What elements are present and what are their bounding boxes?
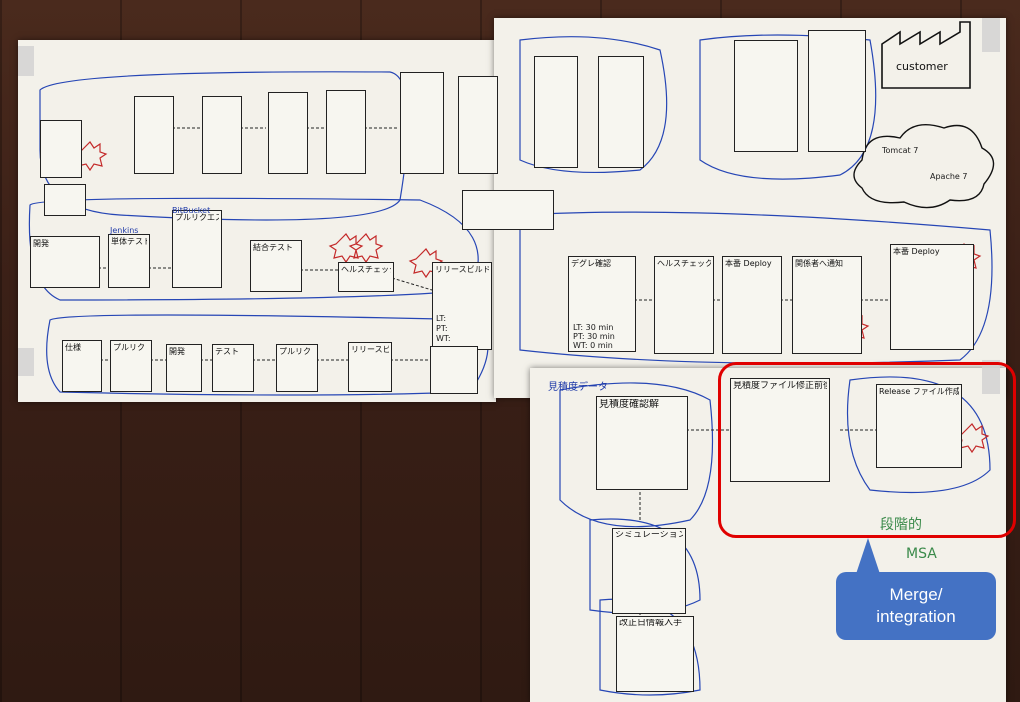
box-label: プルリク	[279, 347, 311, 356]
process-box: リリースビルド	[348, 342, 392, 392]
process-box: 本番 Deploy	[890, 244, 974, 350]
jenkins-note: Jenkins	[110, 226, 139, 235]
process-box: 関係者へ通知	[792, 256, 862, 354]
process-box	[326, 90, 366, 174]
box-label: シミュレーション	[615, 531, 683, 540]
box-label: テスト	[215, 347, 239, 356]
box-label: ヘルスチェック	[341, 265, 391, 274]
lt-metric: LT: 30 min	[573, 323, 614, 332]
box-label: 本番 Deploy	[893, 247, 940, 256]
process-box: 結合テスト	[250, 240, 302, 292]
box-label: ヘルスチェック	[657, 259, 711, 268]
box-label: 本番 Deploy	[725, 259, 772, 268]
green-note: MSA	[906, 546, 937, 562]
box-label: Release ファイル作成	[879, 387, 959, 396]
box-label: 開発	[33, 239, 49, 248]
customer-label: customer	[896, 60, 948, 73]
process-box: 単体テスト	[108, 234, 150, 288]
box-label: 関係者へ通知	[795, 259, 843, 268]
tape-strip	[18, 348, 34, 376]
process-box: プルリクエスト	[172, 210, 222, 288]
process-box: テスト	[212, 344, 254, 392]
pt-note: PT:	[436, 324, 448, 333]
process-box: 見積度ファイル修正前後	[730, 378, 830, 482]
process-box	[458, 76, 498, 174]
cloud-label: Apache 7	[930, 172, 968, 181]
box-label: リリースビルド	[435, 265, 489, 274]
box-label: プルリク	[113, 343, 145, 352]
process-box: プルリク	[110, 340, 152, 392]
wt-note: WT:	[436, 334, 451, 343]
tape-strip	[18, 46, 34, 76]
process-box: ヘルスチェック	[338, 262, 394, 292]
box-label: 単体テスト	[111, 237, 147, 246]
box-label: 見積度確認解	[599, 399, 659, 410]
process-box	[734, 40, 798, 152]
process-box	[268, 92, 308, 174]
process-box	[462, 190, 554, 230]
process-box: 本番 Deploy	[722, 256, 782, 354]
process-box	[598, 56, 644, 168]
process-box	[40, 120, 82, 178]
process-box	[430, 346, 478, 394]
lt-note: LT:	[436, 314, 447, 323]
callout-tail	[856, 538, 880, 574]
bitbucket-note: BitBucket	[172, 206, 211, 215]
process-box	[202, 96, 242, 174]
callout-line-2: integration	[876, 607, 956, 626]
process-box: ヘルスチェック	[654, 256, 714, 354]
data-heading: 見積度データ	[548, 382, 608, 393]
tape-strip	[982, 360, 1000, 394]
process-box: 開発	[30, 236, 100, 288]
process-box: 改正日情報入手	[616, 616, 694, 692]
box-label: 仕様	[65, 343, 81, 352]
process-box: 開発	[166, 344, 202, 392]
box-label: プルリクエスト	[175, 213, 219, 222]
process-box: デグレ確認 LT: 30 min PT: 30 min WT: 0 min	[568, 256, 636, 352]
box-label: 開発	[169, 347, 185, 356]
process-box: シミュレーション	[612, 528, 686, 614]
box-label: 改正日情報入手	[619, 619, 683, 628]
cloud-label: Tomcat 7	[882, 146, 919, 155]
green-note: 段階的	[880, 517, 922, 533]
pt-metric: PT: 30 min	[573, 332, 615, 341]
highlight-frame	[718, 362, 1016, 538]
process-box	[134, 96, 174, 174]
process-box	[44, 184, 86, 216]
box-label: 見積度ファイル修正前後	[733, 381, 827, 391]
process-box	[534, 56, 578, 168]
box-label: リリースビルド	[351, 345, 389, 354]
process-box: Release ファイル作成	[876, 384, 962, 468]
process-box: リリースビルド	[432, 262, 492, 350]
callout-line-1: Merge/	[889, 585, 943, 604]
tape-strip	[982, 18, 1000, 52]
wt-metric: WT: 0 min	[573, 341, 613, 350]
merge-integration-callout: Merge/ integration	[836, 572, 996, 640]
box-label: デグレ確認	[571, 259, 611, 268]
process-box: プルリク	[276, 344, 318, 392]
process-box	[400, 72, 444, 174]
process-box: 見積度確認解	[596, 396, 688, 490]
box-label: 結合テスト	[253, 243, 293, 252]
process-box	[808, 30, 866, 152]
process-box: 仕様	[62, 340, 102, 392]
